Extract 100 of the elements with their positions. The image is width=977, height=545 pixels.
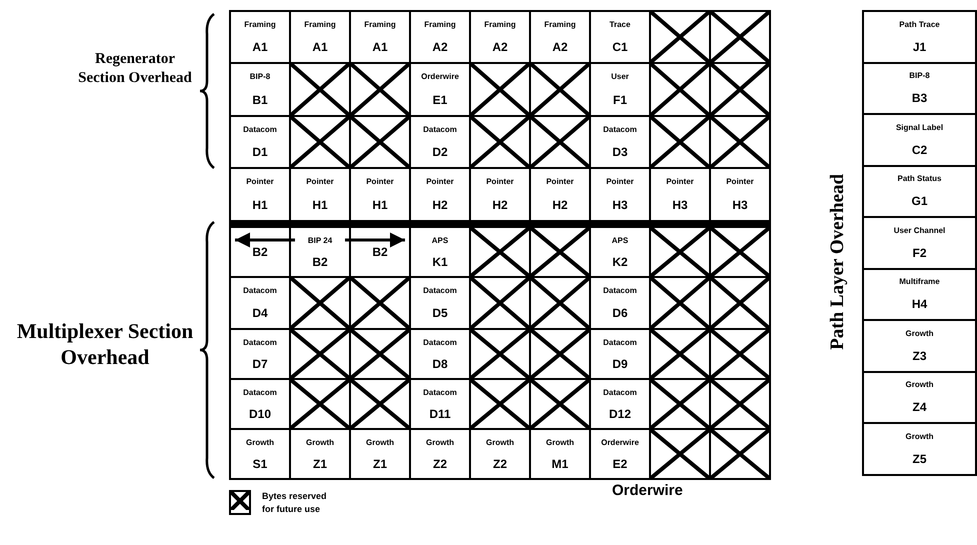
reserved-byte-cell bbox=[529, 276, 591, 330]
reserved-byte-cell bbox=[289, 378, 351, 430]
reserved-byte-cell bbox=[649, 226, 711, 278]
byte-code: H1 bbox=[372, 198, 388, 212]
byte-code: Z3 bbox=[912, 350, 926, 363]
byte-code: D10 bbox=[248, 408, 271, 420]
byte-code: D7 bbox=[252, 358, 268, 370]
field-name: Datacom bbox=[423, 388, 457, 396]
legend-text: Bytes reserved for future use bbox=[262, 490, 328, 516]
byte-code: Z1 bbox=[312, 458, 327, 470]
arrow bbox=[235, 232, 295, 248]
byte-code: K2 bbox=[612, 256, 628, 268]
byte-code: B3 bbox=[912, 92, 928, 106]
field-name: Path Status bbox=[896, 174, 942, 184]
field-name: Framing bbox=[484, 20, 516, 29]
byte-code: A1 bbox=[312, 41, 328, 54]
field-name: Framing bbox=[424, 20, 456, 29]
section-label: Multiplexer Section Overhead bbox=[16, 318, 194, 370]
reserved-byte-cell bbox=[649, 276, 711, 330]
byte-code: D5 bbox=[432, 307, 448, 320]
byte-code: Z4 bbox=[912, 401, 926, 414]
reserved-byte-cell bbox=[649, 10, 711, 64]
byte-code: H1 bbox=[252, 198, 268, 212]
reserved-byte-cell bbox=[349, 276, 411, 330]
field-name: Growth bbox=[366, 438, 394, 446]
field-name: User bbox=[611, 72, 629, 82]
overhead-byte-cell bbox=[229, 167, 291, 222]
path-overhead-cell bbox=[862, 10, 977, 64]
path-overhead-cell bbox=[862, 422, 977, 476]
field-name: Growth bbox=[306, 438, 334, 446]
reserved-byte-cell bbox=[469, 226, 531, 278]
field-name: Datacom bbox=[603, 338, 637, 346]
field-name: Growth bbox=[546, 438, 574, 446]
overhead-byte-cell bbox=[229, 428, 291, 480]
reserved-byte-cell bbox=[289, 115, 351, 169]
byte-code: J1 bbox=[912, 40, 926, 54]
field-name: APS bbox=[612, 236, 628, 244]
field-name: Orderwire bbox=[421, 72, 459, 82]
byte-code: C1 bbox=[612, 41, 628, 54]
reserved-byte-cell bbox=[529, 62, 591, 117]
reserved-byte-cell bbox=[529, 328, 591, 380]
field-name: Growth bbox=[904, 328, 934, 338]
field-name: Pointer bbox=[726, 177, 754, 186]
byte-code: Z1 bbox=[372, 458, 387, 470]
byte-code: H4 bbox=[912, 298, 928, 312]
field-name: Growth bbox=[904, 380, 934, 390]
path-overhead-cell bbox=[862, 164, 977, 218]
byte-code: M1 bbox=[552, 458, 568, 470]
path-overhead-cell bbox=[862, 216, 977, 270]
field-name: Trace bbox=[610, 20, 630, 29]
byte-code: H3 bbox=[612, 198, 628, 212]
byte-code: D2 bbox=[432, 146, 448, 159]
field-name: Growth bbox=[486, 438, 514, 446]
byte-code: A1 bbox=[252, 41, 268, 54]
reserved-byte-cell bbox=[349, 328, 411, 380]
reserved-byte-cell bbox=[709, 115, 771, 169]
byte-code: E2 bbox=[612, 458, 628, 470]
byte-code: D12 bbox=[608, 408, 631, 420]
overhead-byte-cell bbox=[229, 10, 291, 64]
field-name: Datacom bbox=[603, 125, 637, 134]
reserved-byte-cell bbox=[469, 276, 531, 330]
byte-code: D11 bbox=[429, 408, 451, 420]
field-name: Framing bbox=[244, 20, 276, 29]
byte-code: A2 bbox=[552, 41, 568, 54]
byte-code: D9 bbox=[612, 358, 628, 370]
field-name: Framing bbox=[544, 20, 576, 29]
reserved-byte-cell bbox=[469, 328, 531, 380]
reserved-byte-cell bbox=[289, 62, 351, 117]
byte-code: G1 bbox=[911, 195, 928, 208]
byte-code: D8 bbox=[432, 358, 448, 370]
reserved-byte-cell bbox=[289, 328, 351, 380]
byte-code: B2 bbox=[372, 246, 388, 258]
byte-code: B2 bbox=[312, 256, 328, 268]
field-name: Multiframe bbox=[898, 277, 941, 286]
arrow bbox=[345, 232, 405, 248]
byte-code: A2 bbox=[492, 41, 508, 54]
field-name: Growth bbox=[246, 438, 274, 446]
reserved-byte-cell bbox=[649, 328, 711, 380]
field-name: Pointer bbox=[606, 177, 634, 186]
field-name: Pointer bbox=[246, 177, 274, 186]
byte-code: K1 bbox=[432, 256, 448, 268]
field-name: APS bbox=[432, 236, 448, 244]
reserved-byte-cell bbox=[649, 115, 711, 169]
byte-code: H1 bbox=[312, 198, 328, 212]
field-name: Datacom bbox=[603, 286, 637, 295]
reserved-byte-cell bbox=[349, 115, 411, 169]
byte-code: E1 bbox=[432, 94, 448, 107]
byte-code: D6 bbox=[612, 307, 628, 320]
byte-code: D1 bbox=[252, 146, 268, 159]
reserved-byte-cell bbox=[529, 226, 591, 278]
byte-code: S1 bbox=[252, 458, 268, 470]
reserved-byte-cell bbox=[709, 62, 771, 117]
field-name: Path Trace bbox=[898, 20, 941, 29]
reserved-byte-cell bbox=[709, 328, 771, 380]
byte-code: B2 bbox=[252, 246, 268, 258]
byte-code: H2 bbox=[492, 198, 508, 212]
reserved-byte-cell bbox=[469, 115, 531, 169]
field-name: Pointer bbox=[306, 177, 334, 186]
reserved-byte-cell bbox=[649, 428, 711, 480]
section-label: Path Layer Overhead bbox=[826, 174, 850, 350]
